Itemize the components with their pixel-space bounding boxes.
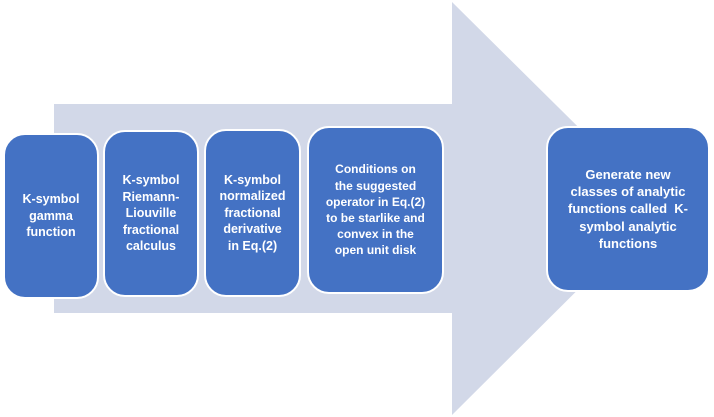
step-label: K-symbol normalized fractional derivativ… xyxy=(219,172,286,253)
step-label: K-symbol Riemann- Liouville fractional c… xyxy=(122,173,180,254)
step-label: Conditions on the suggested operator in … xyxy=(325,162,426,258)
step-box-normalized-derivative: K-symbol normalized fractional derivativ… xyxy=(204,129,301,297)
step-label: Generate new classes of analytic functio… xyxy=(568,167,688,251)
step-box-riemann-liouville: K-symbol Riemann- Liouville fractional c… xyxy=(103,130,199,297)
step-box-generate-classes: Generate new classes of analytic functio… xyxy=(546,126,710,292)
step-box-gamma-function: K-symbol gamma function xyxy=(3,133,99,299)
step-box-conditions: Conditions on the suggested operator in … xyxy=(307,126,444,294)
step-label: K-symbol gamma function xyxy=(22,192,80,240)
